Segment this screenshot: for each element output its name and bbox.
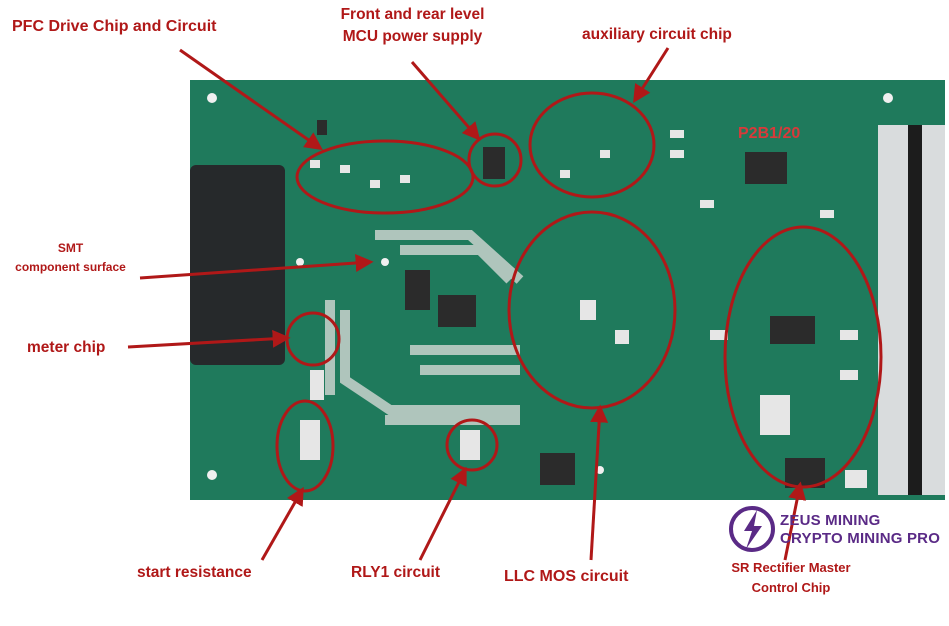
- smd-components: [317, 120, 825, 488]
- board-marking: P2B1/20: [738, 125, 800, 142]
- label-pfc: PFC Drive Chip and Circuit: [12, 18, 217, 35]
- label-mcu: Front and rear level MCU power supply: [300, 6, 525, 46]
- label-sr: SR Rectifier Master Control Chip: [706, 560, 876, 595]
- label-start: start resistance: [137, 564, 252, 581]
- small-parts: [300, 130, 867, 488]
- zeus-logo-icon: [729, 506, 775, 552]
- brand-line2: CRYPTO MINING PRO: [780, 530, 941, 547]
- label-meter: meter chip: [27, 339, 106, 356]
- pointer-llc: [589, 404, 609, 561]
- pointer-mcu: [410, 61, 481, 141]
- pointer-rly1: [418, 466, 467, 561]
- pointer-sr: [783, 481, 807, 561]
- ellipse-mcu: [467, 132, 523, 188]
- annotation-pointers: [127, 47, 807, 561]
- brand-line1: ZEUS MINING: [780, 512, 881, 529]
- label-mcu-line2: MCU power supply: [342, 27, 483, 45]
- pointer-pfc: [179, 48, 323, 151]
- label-auxiliary: auxiliary circuit chip: [582, 26, 732, 43]
- label-smt: SMT component surface: [3, 241, 138, 275]
- label-mcu-line1: Front and rear level: [340, 6, 485, 23]
- label-sr-line1: SR Rectifier Master: [731, 560, 851, 575]
- ellipse-rly1: [445, 418, 499, 472]
- label-rly1: RLY1 circuit: [351, 564, 441, 581]
- pointer-start: [260, 486, 304, 561]
- label-llc: LLC MOS circuit: [504, 568, 629, 585]
- copper-traces: [325, 230, 524, 425]
- ellipse-pfc: [295, 139, 475, 215]
- label-sr-line2: Control Chip: [751, 579, 831, 595]
- label-smt-line1: SMT: [57, 241, 84, 255]
- pointer-meter: [127, 329, 291, 349]
- transformer-block: [190, 165, 285, 365]
- ellipse-auxiliary: [528, 91, 656, 199]
- ellipse-start: [275, 399, 335, 493]
- label-smt-line2: component surface: [15, 260, 126, 275]
- pointer-auxiliary: [633, 47, 670, 104]
- mounting-holes: [207, 93, 893, 480]
- pointer-smt: [139, 254, 374, 280]
